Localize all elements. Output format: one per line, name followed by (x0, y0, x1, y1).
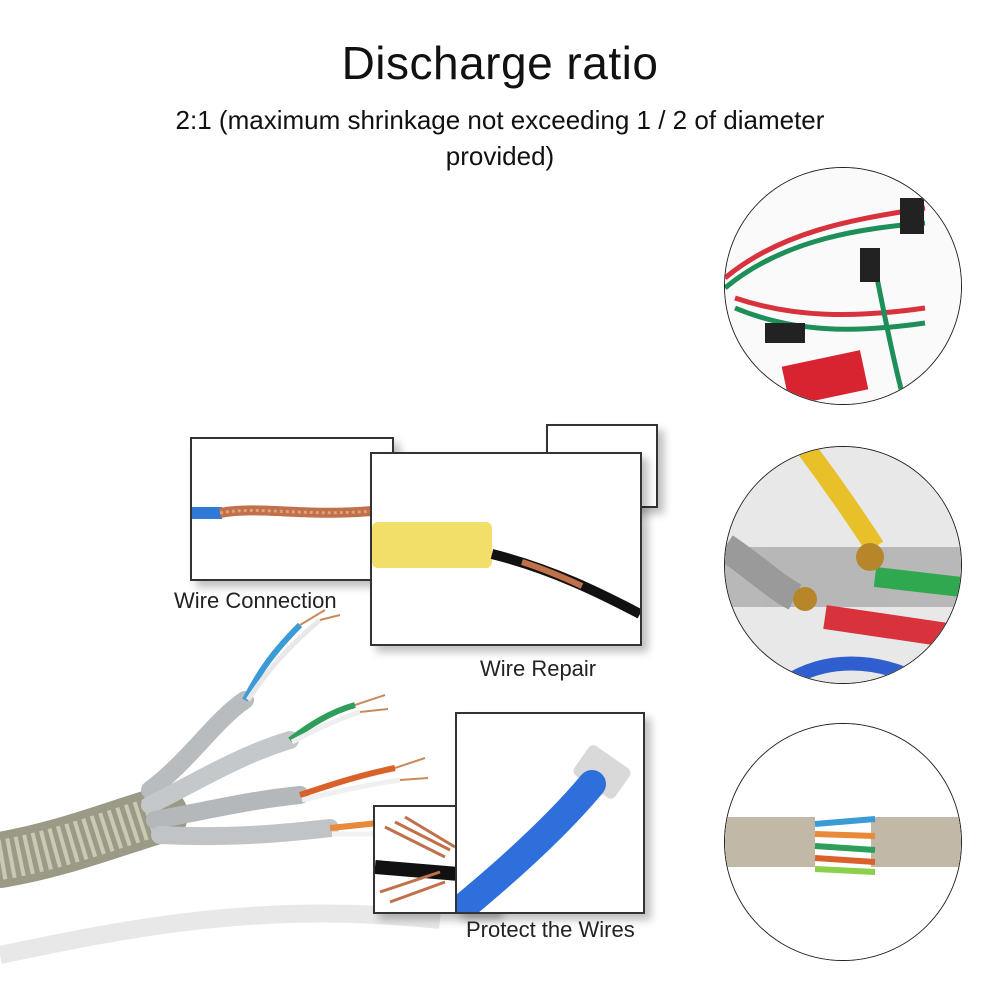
wire-connection-panel (190, 437, 394, 581)
jumper-wires-photo (724, 167, 962, 405)
wire-connection-image (192, 504, 392, 519)
page-title: Discharge ratio (341, 37, 659, 89)
ethernet-cable-illustration (0, 609, 441, 964)
protect-wires-image (457, 745, 631, 912)
wire-repair-panel (370, 452, 642, 646)
page-subtitle: 2:1 (maximum shrinkage not exceeding 1 /… (175, 105, 825, 171)
protect-wires-caption: Protect the Wires (466, 917, 635, 942)
wire-repair-image (372, 522, 640, 619)
wire-repair-caption: Wire Repair (480, 656, 597, 681)
protect-wires-panel (455, 712, 645, 914)
frayed-cable-photo (724, 723, 962, 961)
wire-connection-caption: Wire Connection (174, 588, 337, 613)
terminal-block-photo (724, 446, 962, 684)
